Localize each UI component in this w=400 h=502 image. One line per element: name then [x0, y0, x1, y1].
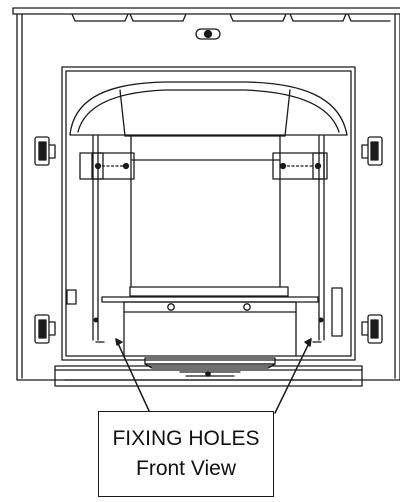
catch-top-right [361, 136, 383, 166]
base-hearth [54, 357, 363, 387]
internal-rails [92, 135, 325, 341]
grate-assembly [101, 286, 319, 357]
bracket-left [79, 152, 135, 180]
callout-leader-lines [115, 338, 312, 414]
side-catches [34, 136, 383, 344]
catch-bottom-left [34, 314, 56, 344]
callout-title: FIXING HOLES [112, 427, 260, 450]
top-fixing-slot [195, 28, 221, 40]
callout-subtitle: Front View [136, 457, 236, 480]
catch-bottom-right [361, 314, 383, 344]
firebox-opening [61, 66, 356, 361]
catch-top-left [34, 136, 56, 166]
side-details [66, 287, 343, 343]
bracket-right [272, 152, 328, 180]
fixing-holes-callout: FIXING HOLES Front View [98, 411, 274, 497]
